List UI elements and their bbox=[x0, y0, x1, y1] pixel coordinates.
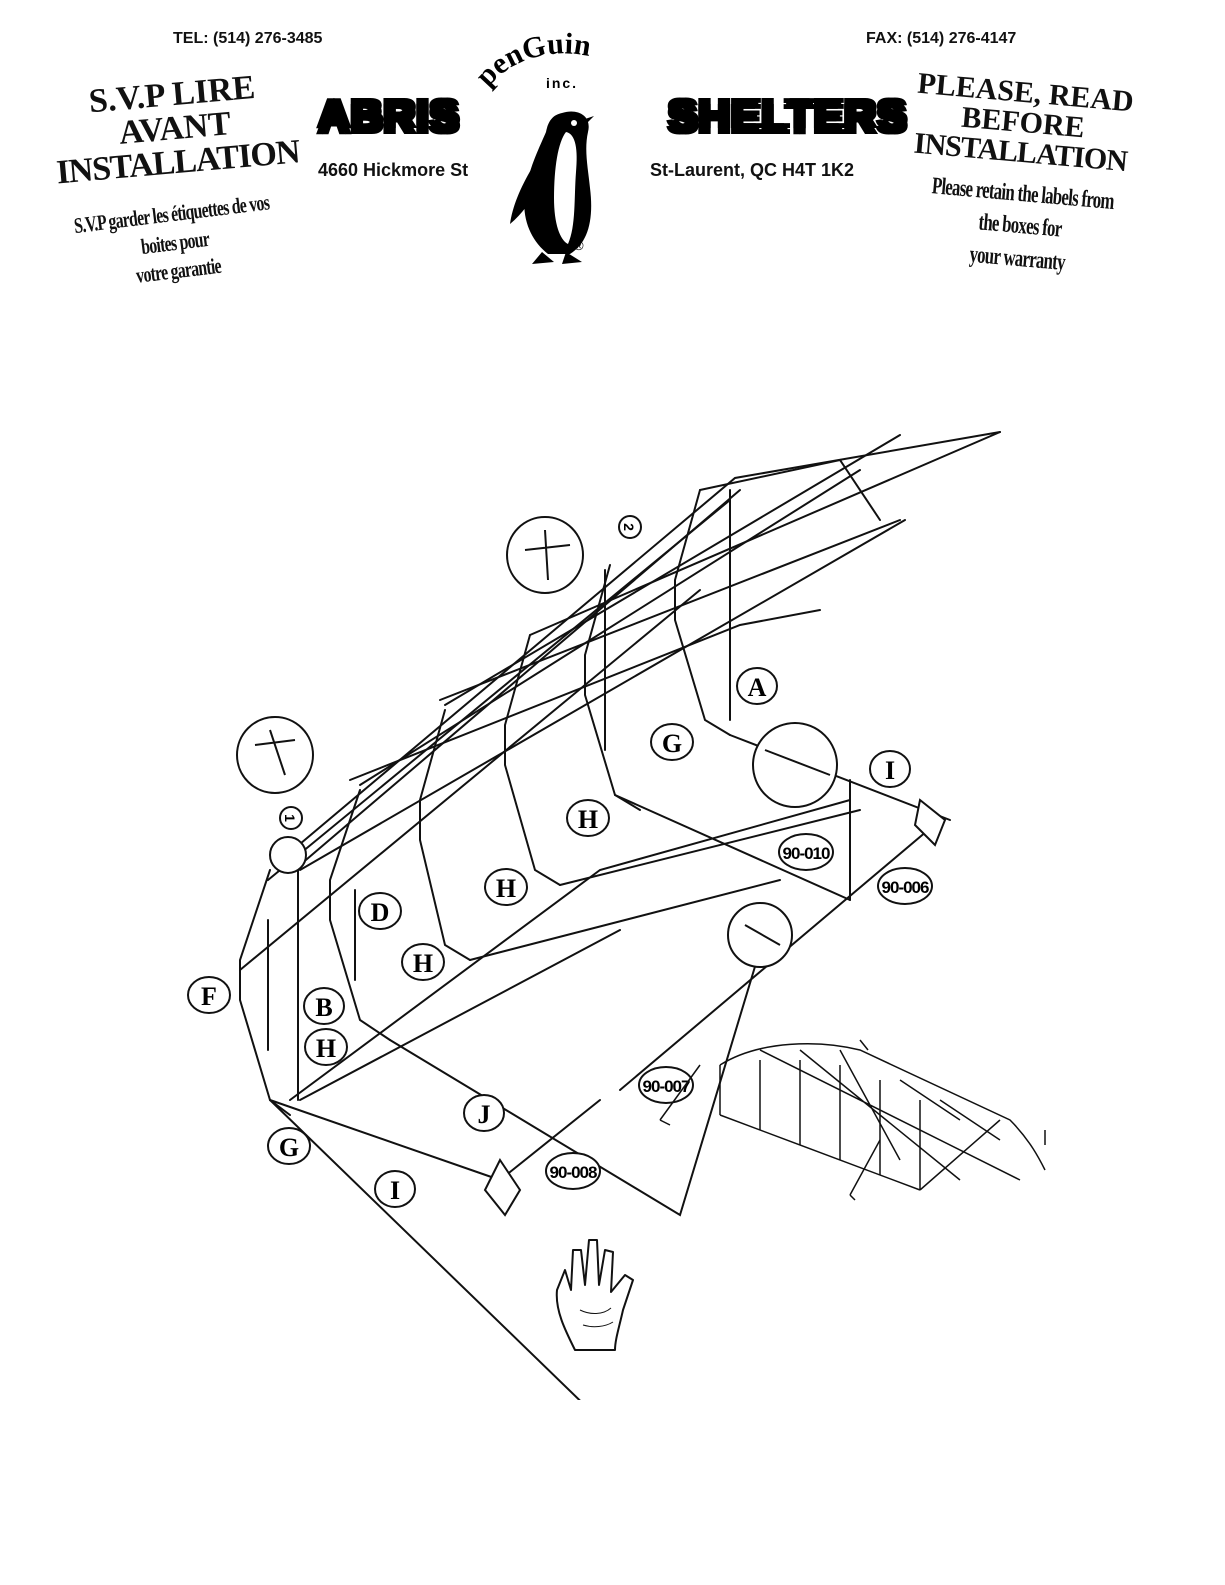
svg-text:F: F bbox=[201, 982, 217, 1011]
svg-text:J: J bbox=[478, 1100, 491, 1129]
svg-text:B: B bbox=[315, 993, 332, 1022]
label-f: F bbox=[187, 976, 231, 1014]
penguin-logo: penGuin inc. ® bbox=[469, 27, 660, 273]
part-number-90-008: 90-008 bbox=[545, 1152, 601, 1190]
svg-text:D: D bbox=[371, 898, 390, 927]
address-street: 4660 Hickmore St bbox=[318, 160, 469, 180]
penguin-icon bbox=[510, 111, 594, 264]
label-h-4: H bbox=[304, 1028, 348, 1066]
brand-abris-outline: ABRIS bbox=[318, 92, 460, 142]
svg-text:90-010: 90-010 bbox=[783, 844, 830, 863]
fax-number: FAX: (514) 276-4147 bbox=[866, 30, 1017, 47]
label-h-3: H bbox=[401, 943, 445, 981]
label-g-lower: G bbox=[267, 1127, 311, 1165]
label-i-right: I bbox=[869, 750, 911, 788]
svg-text:1: 1 bbox=[282, 814, 298, 822]
svg-text:90-008: 90-008 bbox=[550, 1163, 597, 1182]
label-g-upper: G bbox=[650, 723, 694, 761]
notice-fr-subtext: S.V.P garder les étiquettes de vos boite… bbox=[26, 183, 324, 303]
assembly-diagram: A G I H H D H bbox=[0, 400, 1225, 1421]
svg-text:H: H bbox=[413, 949, 433, 978]
part-number-90-010: 90-010 bbox=[778, 833, 834, 871]
notice-en-heading: PLEASE, READ BEFORE INSTALLATION bbox=[890, 67, 1157, 179]
svg-text:90-007: 90-007 bbox=[643, 1077, 690, 1096]
frame-lines bbox=[239, 431, 1001, 1421]
label-d: D bbox=[358, 892, 402, 930]
svg-text:2: 2 bbox=[621, 523, 637, 531]
part-numbers: 90-010 90-006 90-007 90-008 bbox=[545, 833, 933, 1190]
glove-icon bbox=[545, 1230, 645, 1360]
label-j: J bbox=[463, 1094, 505, 1132]
svg-text:A: A bbox=[748, 673, 767, 702]
part-number-90-006: 90-006 bbox=[877, 867, 933, 905]
glove-graphic bbox=[555, 1239, 634, 1351]
label-i-left: I bbox=[374, 1170, 416, 1208]
brand-shelters-outline: SHELTERS bbox=[667, 92, 908, 142]
label-a: A bbox=[736, 667, 778, 705]
svg-text:I: I bbox=[885, 756, 895, 785]
completed-shelter-icon bbox=[659, 1039, 1046, 1201]
notice-en-subtext: Please retain the labels from the boxes … bbox=[876, 166, 1163, 287]
logo-registered: ® bbox=[574, 238, 584, 253]
ground-anchor-icon bbox=[483, 798, 947, 1217]
detail-number-2: 2 bbox=[618, 515, 642, 539]
detail-numbers: 1 2 bbox=[279, 515, 642, 830]
address-city: St-Laurent, QC H4T 1K2 bbox=[650, 160, 855, 180]
logo-inc: inc. bbox=[546, 75, 578, 91]
svg-text:G: G bbox=[662, 729, 682, 758]
svg-text:H: H bbox=[578, 805, 598, 834]
label-h-2: H bbox=[484, 868, 528, 906]
detail-number-1: 1 bbox=[279, 806, 303, 830]
detail-magnifier-icon bbox=[236, 516, 838, 968]
brand-abris: ABRIS bbox=[318, 92, 460, 142]
label-b: B bbox=[303, 987, 345, 1025]
svg-text:90-006: 90-006 bbox=[882, 878, 929, 897]
part-labels: A G I H H D H bbox=[187, 667, 911, 1208]
svg-text:H: H bbox=[316, 1034, 336, 1063]
notice-fr-heading: S.V.P LIRE AVANT INSTALLATION bbox=[36, 66, 314, 191]
assembly-diagram-svg: A G I H H D H bbox=[187, 431, 1046, 1421]
brand-shelters: SHELTERS bbox=[667, 92, 908, 142]
penguin-logo-graphic: penGuin inc. ® bbox=[469, 27, 594, 264]
label-h-1: H bbox=[566, 799, 610, 837]
phone-number: TEL: (514) 276-3485 bbox=[173, 30, 323, 47]
svg-text:H: H bbox=[496, 874, 516, 903]
svg-text:I: I bbox=[390, 1176, 400, 1205]
svg-text:G: G bbox=[279, 1133, 299, 1162]
